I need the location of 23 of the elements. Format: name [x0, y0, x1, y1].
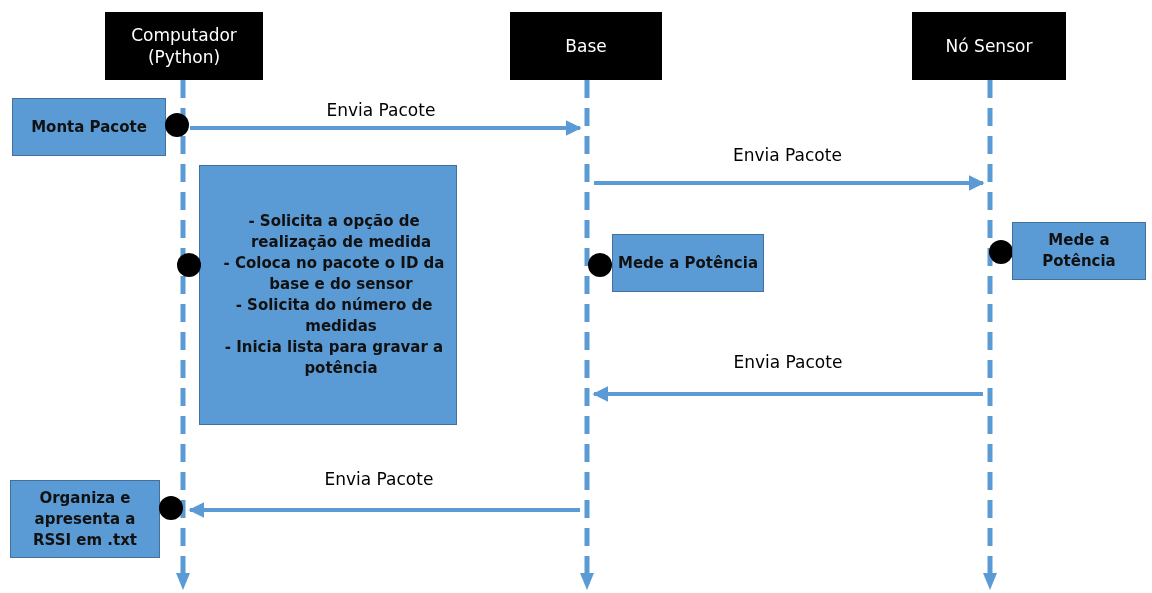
activation-dot	[159, 496, 183, 520]
participant-box: Nó Sensor	[912, 12, 1066, 80]
list-item: - Solicita do número de medidas	[234, 295, 434, 337]
list-item: - Inicia lista para gravar a potência	[223, 337, 445, 379]
participant-box: Computador (Python)	[105, 12, 263, 80]
lifeline	[176, 80, 190, 591]
activation-dot	[177, 253, 201, 277]
activation-dot	[588, 253, 612, 277]
process-box: Organiza e apresenta a RSSI em .txt	[10, 480, 160, 558]
arrow	[188, 502, 580, 518]
activation-dot	[989, 240, 1013, 264]
arrow	[594, 175, 985, 191]
arrow	[592, 386, 983, 402]
list-item: - Coloca no pacote o ID da base e do sensor	[222, 253, 446, 295]
lifeline	[983, 80, 997, 591]
process-box	[199, 165, 457, 425]
list-item: - Solicita a opção de realização de medida	[247, 211, 432, 253]
process-box: Mede a Potência	[1012, 222, 1146, 280]
lifeline	[580, 80, 594, 591]
process-box: Mede a Potência	[612, 234, 764, 292]
activation-dot	[165, 113, 189, 137]
participant-box: Base	[510, 12, 662, 80]
process-box: Monta Pacote	[12, 98, 166, 156]
